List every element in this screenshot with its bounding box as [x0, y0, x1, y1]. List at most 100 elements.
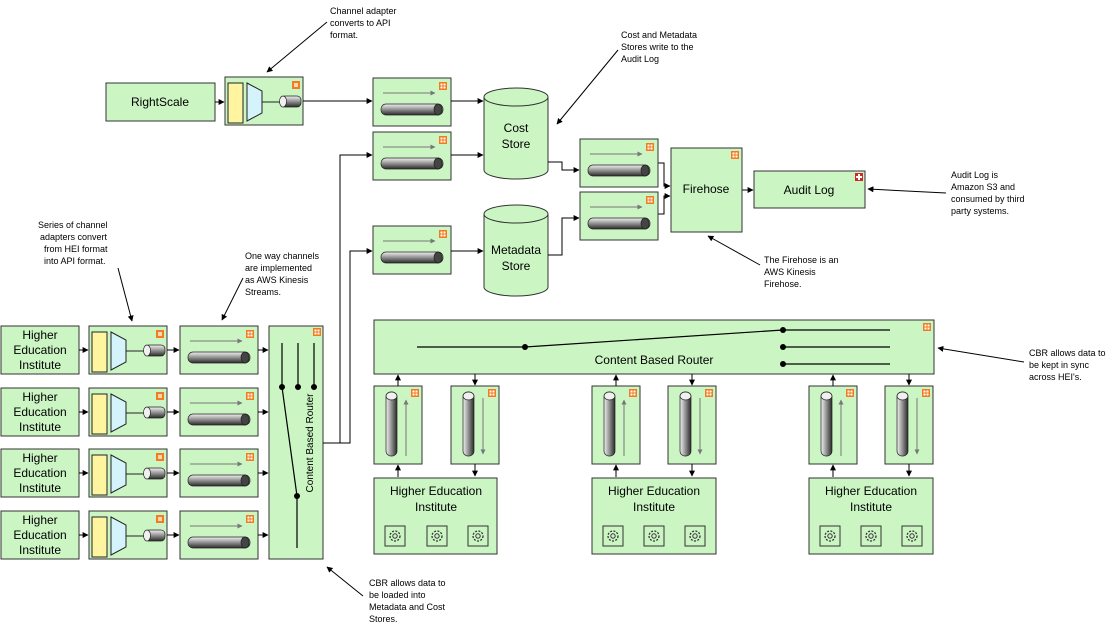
svg-text:Education: Education [13, 466, 66, 480]
kinesis-channel-cost-1 [373, 78, 451, 126]
svg-text:Education: Education [13, 343, 66, 357]
svg-text:Higher: Higher [22, 390, 57, 404]
svg-text:format.: format. [330, 30, 358, 40]
annotation-series: Series of channel adapters convert from … [38, 220, 134, 322]
svg-text:Content Based Router: Content Based Router [305, 393, 316, 493]
svg-text:Education: Education [13, 528, 66, 542]
annotation-firehose: The Firehose is an AWS Kinesis Firehose. [707, 235, 839, 289]
svg-text:into API format.: into API format. [44, 256, 106, 266]
svg-text:party systems.: party systems. [951, 206, 1009, 216]
svg-text:Audit Log is: Audit Log is [951, 170, 999, 180]
kinesis-channel-cost-audit [580, 139, 658, 187]
svg-text:Institute: Institute [19, 358, 61, 372]
cost-store: Cost Store [483, 87, 549, 180]
kinesis-channel-down-2 [668, 386, 716, 464]
hei-left-2: Higher Education Institute [0, 387, 80, 437]
kinesis-channel-left-3 [180, 449, 258, 497]
svg-text:RightScale: RightScale [131, 95, 189, 109]
svg-text:adapters convert: adapters convert [40, 232, 108, 242]
svg-text:Higher: Higher [22, 451, 57, 465]
kinesis-channel-left-4 [180, 511, 258, 559]
svg-text:Streams.: Streams. [245, 287, 281, 297]
svg-text:CBR allows data to: CBR allows data to [369, 578, 446, 588]
hei-bottom-2: Higher Education Institute [591, 477, 717, 555]
svg-text:Cost and Metadata: Cost and Metadata [621, 30, 697, 40]
svg-text:across HEI's.: across HEI's. [1029, 372, 1082, 382]
cbr-to-stores-lines [323, 98, 484, 444]
content-based-router-vertical: Content Based Router [268, 325, 324, 560]
channel-adapter-2 [89, 388, 167, 436]
svg-text:Higher Education: Higher Education [608, 484, 700, 498]
svg-text:Higher Education: Higher Education [825, 484, 917, 498]
svg-text:Audit Log: Audit Log [784, 183, 835, 197]
store-to-firehose-arrows [548, 161, 754, 256]
kinesis-channel-left-2 [180, 388, 258, 436]
svg-text:converts to API: converts to API [330, 18, 391, 28]
svg-text:Institute: Institute [850, 500, 892, 514]
svg-text:Content Based Router: Content Based Router [595, 353, 714, 367]
rightscale-box: RightScale [105, 82, 216, 122]
firehose-box: Firehose [670, 147, 743, 233]
svg-text:The Firehose is an: The Firehose is an [764, 255, 839, 265]
annotation-channel-adapter: Channel adapter converts to API format. [266, 6, 397, 73]
kinesis-channel-up-3 [809, 386, 857, 464]
kinesis-channel-up-2 [592, 386, 640, 464]
svg-text:Series of channel: Series of channel [38, 220, 108, 230]
svg-text:Higher: Higher [22, 513, 57, 527]
annotation-cbr-sync: CBR allows data to be kept in sync acros… [937, 345, 1106, 382]
svg-text:Education: Education [13, 405, 66, 419]
annotation-cbr-load: CBR allows data to be loaded into Metada… [326, 566, 446, 624]
svg-text:Metadata: Metadata [491, 243, 541, 257]
svg-text:Channel adapter: Channel adapter [330, 6, 397, 16]
svg-text:Firehose.: Firehose. [764, 279, 802, 289]
svg-text:Metadata and Cost: Metadata and Cost [369, 602, 446, 612]
channel-adapter-1 [89, 326, 167, 374]
svg-text:Institute: Institute [19, 543, 61, 557]
svg-text:consumed by third: consumed by third [951, 194, 1025, 204]
annotation-audit-log: Audit Log is Amazon S3 and consumed by t… [867, 170, 1025, 216]
svg-text:from HEI format: from HEI format [44, 244, 108, 254]
svg-text:Institute: Institute [415, 500, 457, 514]
svg-text:Higher: Higher [22, 328, 57, 342]
svg-text:Stores.: Stores. [369, 614, 398, 624]
router-hei-arrows [395, 374, 912, 477]
hei-left-1: Higher Education Institute [0, 325, 80, 375]
hei-left-4: Higher Education Institute [0, 510, 80, 560]
hei-left-3: Higher Education Institute [0, 448, 80, 498]
svg-text:Audit Log: Audit Log [621, 54, 659, 64]
svg-text:Amazon S3 and: Amazon S3 and [951, 182, 1015, 192]
annotation-one-way: One way channels are implemented as AWS … [221, 251, 320, 321]
channel-adapter-4 [89, 511, 167, 559]
kinesis-channel-up-1 [374, 386, 422, 464]
hei-bottom-1: Higher Education Institute [373, 477, 498, 555]
rightscale-channel-adapter [225, 77, 303, 125]
hei-bottom-3: Higher Education Institute [808, 477, 934, 555]
kinesis-channel-left-1 [180, 326, 258, 374]
svg-text:Store: Store [502, 137, 531, 151]
audit-log-icon [855, 173, 863, 181]
metadata-store: Metadata Store [483, 204, 549, 297]
svg-text:Institute: Institute [19, 481, 61, 495]
svg-text:as AWS Kinesis: as AWS Kinesis [245, 275, 309, 285]
channel-adapter-3 [89, 449, 167, 497]
kinesis-channel-down-3 [885, 386, 933, 464]
svg-text:be kept in sync: be kept in sync [1029, 360, 1090, 370]
svg-text:Higher Education: Higher Education [390, 484, 482, 498]
kinesis-channel-metadata-audit [580, 192, 658, 240]
left-flow-arrows [79, 347, 269, 538]
svg-text:CBR allows data to: CBR allows data to [1029, 348, 1106, 358]
kinesis-channel-cost-2 [373, 132, 451, 180]
svg-text:AWS Kinesis: AWS Kinesis [764, 267, 816, 277]
audit-log-box: Audit Log [753, 170, 866, 209]
annotation-cost-metadata: Cost and Metadata Stores write to the Au… [556, 30, 697, 125]
kinesis-channel-metadata [373, 226, 451, 274]
svg-text:Store: Store [502, 259, 531, 273]
svg-text:Institute: Institute [633, 500, 675, 514]
svg-text:Cost: Cost [504, 121, 529, 135]
svg-text:Firehose: Firehose [683, 182, 730, 196]
svg-text:One way channels: One way channels [245, 251, 320, 261]
content-based-router-horizontal: Content Based Router [373, 319, 935, 375]
svg-text:are implemented: are implemented [245, 263, 312, 273]
kinesis-channel-down-1 [451, 386, 499, 464]
